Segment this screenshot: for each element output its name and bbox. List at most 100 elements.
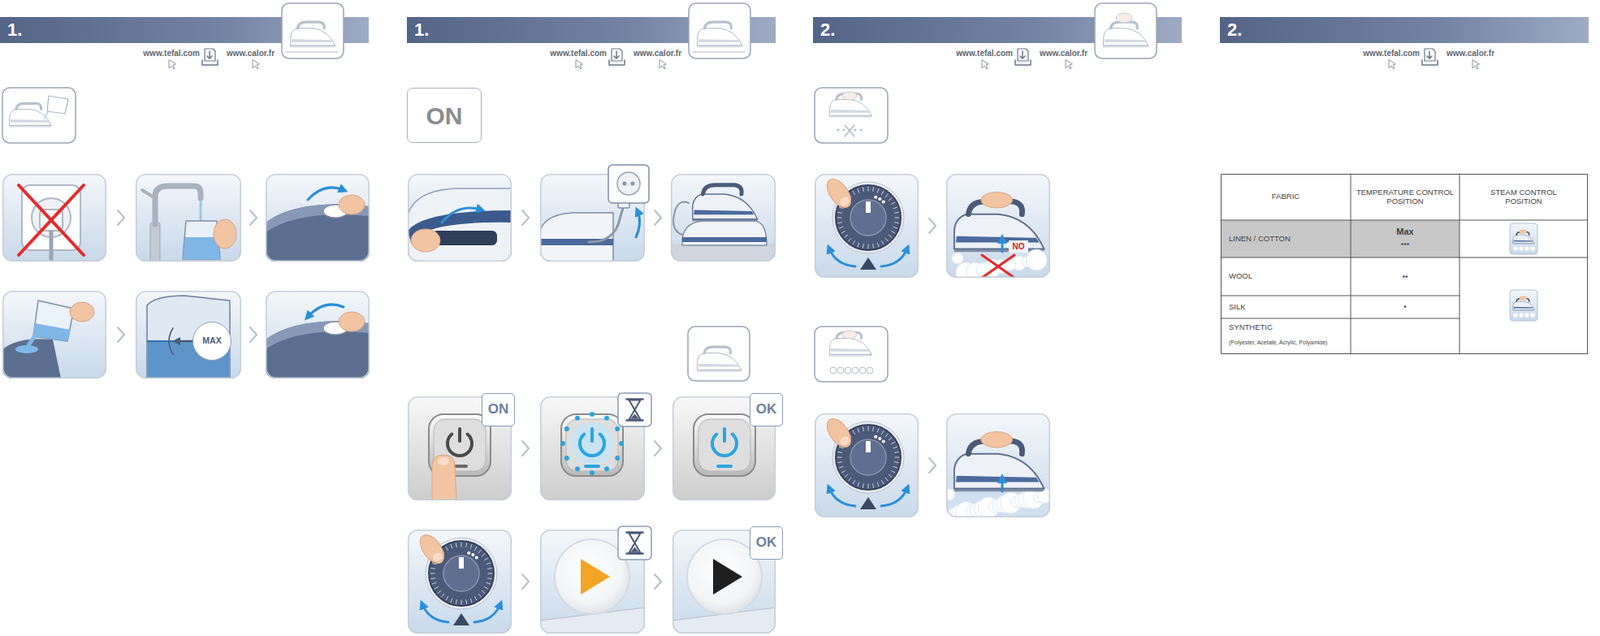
dial-tick <box>852 190 856 195</box>
turn-arrow <box>881 248 908 267</box>
table-cell: LINEN / COTTON <box>1220 220 1351 258</box>
cross <box>18 185 84 256</box>
step-content <box>265 290 370 379</box>
panel-border <box>136 291 242 379</box>
dial-tick <box>852 241 856 245</box>
document-glyph <box>1017 48 1029 61</box>
base-sketch <box>692 51 745 53</box>
download-icon <box>1015 48 1031 65</box>
close-arrow <box>307 304 344 317</box>
finger <box>432 454 457 501</box>
label-text: TEMPERATURE CONTROL POSITION <box>1353 188 1458 207</box>
panel-ground <box>946 173 1051 278</box>
status-badge: ON <box>481 393 515 427</box>
highlight-row <box>1220 220 1460 258</box>
dial-dot <box>471 553 475 557</box>
panel-ground <box>670 173 776 262</box>
hand <box>981 192 1013 208</box>
blink-dot <box>575 466 580 472</box>
dial-tick <box>848 237 852 242</box>
step-chevron <box>250 327 257 342</box>
dial-dot <box>882 440 886 444</box>
panel-border <box>136 174 242 262</box>
step-chevron <box>250 210 257 225</box>
step-content <box>2 173 107 262</box>
iron-stripe <box>830 348 870 352</box>
dial-tick <box>894 451 899 454</box>
dial-dot <box>467 551 471 555</box>
power-symbol <box>722 428 727 442</box>
dial-tick <box>431 577 436 580</box>
website-link: www.calor.fr <box>1039 47 1105 60</box>
dial-tick <box>891 441 896 445</box>
panel-ground <box>814 413 919 518</box>
dial-tick <box>888 198 892 201</box>
button-glow <box>570 422 614 465</box>
label-text: •• <box>1401 272 1408 282</box>
dial-tick <box>445 596 449 601</box>
steam-sketch <box>844 367 852 374</box>
dial-tick <box>895 457 900 459</box>
jug-sketch <box>47 95 69 114</box>
dial-tick <box>838 221 843 224</box>
iron-handle <box>16 103 42 109</box>
cursor-glyph <box>1472 60 1479 70</box>
step-chevron <box>654 441 662 456</box>
section-band: 1. <box>406 17 684 44</box>
iron-body <box>954 214 1045 250</box>
dial-tick <box>888 474 892 477</box>
dial-grip <box>865 201 871 213</box>
step-content <box>814 173 919 278</box>
dial-dot <box>873 435 878 439</box>
step-content <box>814 413 919 518</box>
blink-dot <box>564 426 570 432</box>
label-text: SYNTHETIC <box>1228 323 1273 333</box>
table-cell: SYNTHETIC <box>1220 322 1351 333</box>
dial-tick <box>891 231 896 234</box>
steam-icon <box>830 330 874 374</box>
dial-tick <box>837 457 842 459</box>
level-mark <box>168 328 173 355</box>
step-content <box>670 173 776 262</box>
dial-tick <box>877 188 879 193</box>
dial-tick <box>470 544 472 549</box>
node-text: MAX <box>202 336 221 346</box>
icon-box <box>2 87 76 143</box>
label-text: ••• <box>1401 239 1410 250</box>
button-face <box>698 419 751 472</box>
node-text: 2. <box>820 20 835 40</box>
dial-tick <box>857 428 860 433</box>
iron <box>9 103 52 127</box>
step-content <box>135 173 242 262</box>
dial-tick <box>844 234 848 238</box>
no-steam-icon <box>830 91 873 137</box>
step-content <box>946 173 1051 278</box>
label-text: SILK <box>1228 302 1246 312</box>
step-panel <box>946 173 1051 284</box>
section-band-bar <box>1219 17 1589 44</box>
dial-tick <box>872 483 874 488</box>
level-arrow <box>176 340 193 343</box>
cross <box>18 185 84 256</box>
dial-tick <box>893 466 898 468</box>
panel-border <box>266 174 370 262</box>
cross <box>981 255 1015 278</box>
panel-ground <box>407 396 512 501</box>
download-tray <box>202 60 218 65</box>
warning-text: NO <box>1008 240 1029 253</box>
finger <box>822 414 857 451</box>
dial-pointer <box>453 613 470 626</box>
dial-tick <box>478 549 481 554</box>
step-chevron <box>117 327 125 342</box>
iron <box>954 192 1047 253</box>
dial-pointer <box>860 497 877 510</box>
power-icon-box: ON <box>406 87 482 143</box>
finger-nail <box>437 457 450 466</box>
panel-border <box>815 174 919 278</box>
corner-icon <box>285 21 338 52</box>
cursor-glyph <box>981 60 989 70</box>
dial-tick <box>486 582 491 584</box>
dial-tick <box>481 553 485 557</box>
finger <box>822 174 857 212</box>
